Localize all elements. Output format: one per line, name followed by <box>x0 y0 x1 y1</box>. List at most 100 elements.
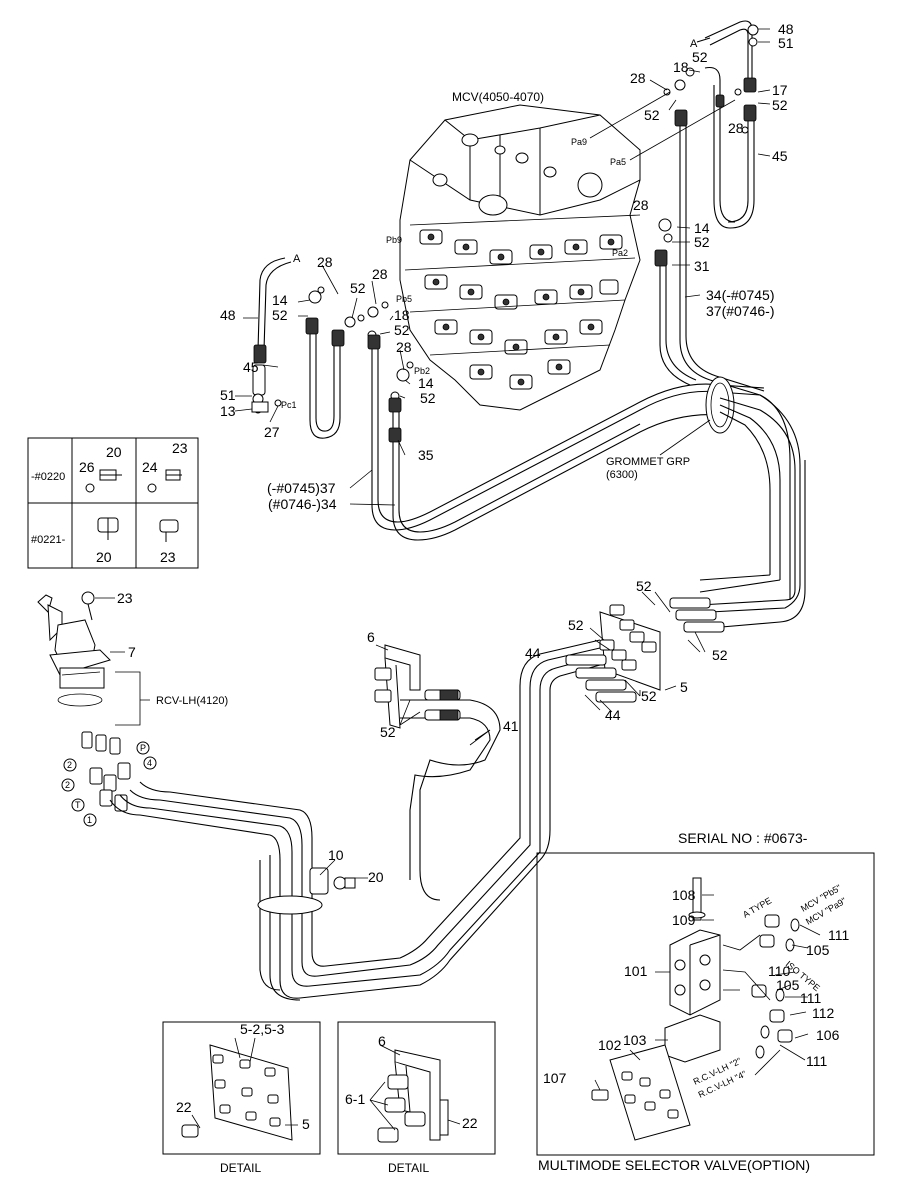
callout-101: 101 <box>624 963 648 979</box>
joystick-rcv <box>37 591 150 726</box>
callout-111-c: 111 <box>806 1053 827 1069</box>
table-callout-20a: 20 <box>106 444 122 460</box>
detail-1-label: 5-2,5-3 <box>240 1021 285 1037</box>
callout-31: 31 <box>694 258 710 274</box>
detail-1-callout-22: 22 <box>176 1099 192 1115</box>
table-callout-20b: 20 <box>96 549 112 565</box>
callout-14-b: 14 <box>272 292 288 308</box>
callout-37-34-a: (-#0745)37 <box>267 480 336 496</box>
callout-45-a: 45 <box>772 148 788 164</box>
callout-41: 41 <box>503 718 519 734</box>
port-T: T <box>75 800 81 810</box>
leader-lines-left <box>234 264 411 506</box>
serial-row2-label: #0221- <box>31 534 66 546</box>
callout-6: 6 <box>367 629 375 645</box>
callout-35: 35 <box>418 447 434 463</box>
callout-13: 13 <box>220 403 236 419</box>
port-P: P <box>140 743 146 753</box>
callout-52-k: 52 <box>568 617 584 633</box>
detail-box-2 <box>337 1021 496 1155</box>
callout-28-a: 28 <box>630 70 646 86</box>
callout-52-m: 52 <box>641 688 657 704</box>
callout-110: 110 <box>768 963 791 979</box>
serial-row1-label: -#0220 <box>31 471 65 483</box>
callout-28-d: 28 <box>317 254 333 270</box>
detail-1-caption: DETAIL <box>220 1161 261 1175</box>
callout-52-g: 52 <box>394 322 410 338</box>
callout-17: 17 <box>772 82 788 98</box>
callout-7: 7 <box>128 644 136 660</box>
rcv-port-fittings <box>61 731 157 827</box>
grommet-leader <box>659 419 711 456</box>
callout-5: 5 <box>680 679 688 695</box>
left-mcv-hoses: A <box>251 253 791 600</box>
callout-28-e: 28 <box>372 266 388 282</box>
callout-109: 109 <box>672 912 696 928</box>
main-control-valve <box>399 104 641 411</box>
table-callout-23b: 23 <box>160 549 176 565</box>
callout-103: 103 <box>623 1032 647 1048</box>
multimode-serial: SERIAL NO : #0673- <box>678 830 808 846</box>
pilot-line-bundle <box>109 639 601 1001</box>
callout-112: 112 <box>812 1005 835 1021</box>
callout-111-b: 111 <box>800 990 821 1006</box>
multimode-selector-box <box>536 852 875 1156</box>
callout-105-b: 105 <box>776 977 800 993</box>
callout-105-a: 105 <box>806 942 830 958</box>
mcv-label: MCV(4050-4070) <box>452 90 544 104</box>
detail-2-callout-6: 6 <box>378 1033 386 1049</box>
callout-102: 102 <box>598 1037 622 1053</box>
callout-48-left: 48 <box>220 307 236 323</box>
callout-111-a: 111 <box>828 927 849 943</box>
callout-52-c: 52 <box>644 107 660 123</box>
bracket-6-main <box>374 644 491 746</box>
table-callout-26: 26 <box>79 459 95 475</box>
callout-37-34-b: (#0746-)34 <box>268 496 337 512</box>
callout-23-top: 23 <box>117 590 133 606</box>
port-2b: 2 <box>65 780 70 790</box>
port-label-pb5: Pb5 <box>396 294 412 304</box>
port-2a: 2 <box>67 760 72 770</box>
leader-lines-top <box>589 28 771 298</box>
top-right-hoses: A <box>654 20 765 396</box>
callout-52-f: 52 <box>350 280 366 296</box>
callout-18-a: 18 <box>673 59 689 75</box>
callout-28-c: 28 <box>633 197 649 213</box>
callout-44-a: 44 <box>525 645 541 661</box>
callout-18-b: 18 <box>394 307 410 323</box>
arrow-a-top: A <box>690 38 698 50</box>
callout-51-top: 51 <box>778 35 794 51</box>
grommet-label-1: GROMMET GRP <box>606 456 690 468</box>
callout-28-b: 28 <box>728 120 744 136</box>
callout-52-i: 52 <box>380 724 396 740</box>
port-4: 4 <box>147 758 152 768</box>
port-label-pb2: Pb2 <box>414 366 430 376</box>
callout-52-j: 52 <box>636 578 652 594</box>
multimode-title: MULTIMODE SELECTOR VALVE(OPTION) <box>538 1157 810 1173</box>
callout-10: 10 <box>328 847 344 863</box>
callout-34-37-a: 34(-#0745) <box>706 287 775 303</box>
callout-44-b: 44 <box>605 707 621 723</box>
port-label-pa5: Pa5 <box>610 157 626 167</box>
mcv-port-labels: Pa9 Pa5 Pb9 Pb5 Pa2 Pb2 Pc1 <box>281 137 628 410</box>
detail-2-caption: DETAIL <box>388 1161 429 1175</box>
callout-52-b: 52 <box>772 97 788 113</box>
grommet-label-2: (6300) <box>606 469 638 481</box>
callout-108: 108 <box>672 887 696 903</box>
callout-52-h: 52 <box>420 390 436 406</box>
callout-14-c: 14 <box>418 375 434 391</box>
callout-52-l: 52 <box>712 647 728 663</box>
callout-106: 106 <box>816 1027 840 1043</box>
callout-27: 27 <box>264 424 280 440</box>
callout-20-clamp: 20 <box>368 869 384 885</box>
table-callout-23a: 23 <box>172 440 188 456</box>
detail-2-callout-6-1: 6-1 <box>345 1091 365 1107</box>
port-label-pa9: Pa9 <box>571 137 587 147</box>
callout-34-37-b: 37(#0746-) <box>706 303 775 319</box>
detail-1-callout-5: 5 <box>302 1116 310 1132</box>
callout-107: 107 <box>543 1070 567 1086</box>
callout-14-a: 14 <box>694 220 710 236</box>
callout-48-top: 48 <box>778 21 794 37</box>
callout-28-f: 28 <box>396 339 412 355</box>
